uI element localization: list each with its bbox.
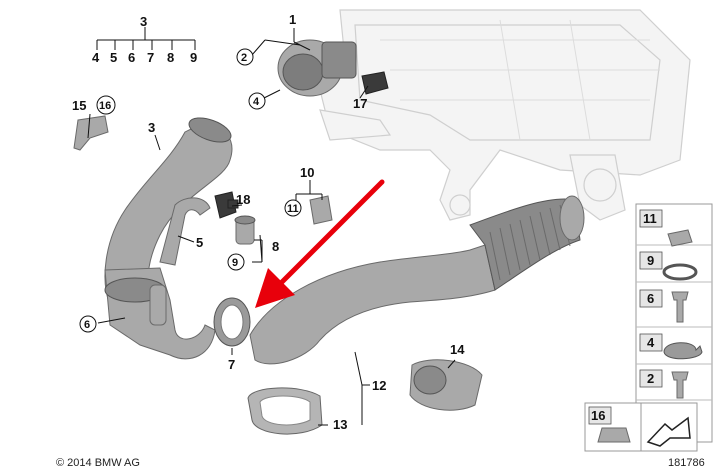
callout-14: 14 [450,342,465,357]
part-main-duct[interactable] [249,195,585,365]
part-bracket[interactable] [309,195,333,225]
callout-labels: 3 4 5 6 7 8 9 1 2 4 17 15 16 3 18 5 8 9 … [72,12,465,432]
callout-10: 10 [300,165,314,180]
part-holder[interactable] [73,115,109,151]
callout-2-circle [236,48,254,66]
legend-bolt-icon [671,371,689,399]
copyright-text: © 2014 BMW AG [56,457,140,469]
highlight-arrow [255,179,385,308]
callout-4: 4 [253,96,260,108]
legend-item-2: 2 [647,371,654,386]
callout-11-circle [284,199,302,217]
legend-item-6: 6 [647,291,654,306]
legend-clip-icon [667,229,693,247]
callout-5: 5 [196,235,203,250]
callout-9-circle [227,253,245,271]
leader-lines [87,27,456,426]
callout-8: 8 [272,239,279,254]
legend-direction-icon [646,416,691,447]
part-sensor[interactable] [214,191,239,219]
breakdown-item-0: 4 [92,50,100,65]
callout-1: 1 [289,12,296,27]
small-parts-legend: 11 9 6 4 2 16 [584,203,713,452]
part-air-mass-sensor[interactable] [277,39,357,97]
callout-9: 9 [232,257,238,269]
callout-6-circle [79,315,97,333]
part-plug[interactable] [361,71,389,95]
part-small-hose[interactable] [159,197,211,266]
callout-7: 7 [228,357,235,372]
legend-item-11: 11 [643,211,657,226]
callout-6: 6 [84,319,90,331]
breakdown-item-1: 5 [110,50,117,65]
breakdown-item-4: 8 [167,50,174,65]
legend-ring-icon [662,263,698,281]
breakdown-item-2: 6 [128,50,135,65]
part-clamp-ring[interactable] [213,297,251,347]
legend-item-16: 16 [591,408,605,423]
breakdown-item-5: 9 [190,50,197,65]
part-seal-frame[interactable] [247,387,323,435]
callout-11: 11 [287,203,299,215]
callout-4-circle [248,92,266,110]
footer: © 2014 BMW AG 181786 [56,457,705,469]
legend-screw-icon [671,291,689,323]
callout-3-side: 3 [148,120,155,135]
part-intake-duct[interactable] [104,113,234,360]
callout-3-top: 3 [140,14,147,29]
part-valve[interactable] [234,215,256,245]
legend-item-9: 9 [647,253,654,268]
callout-16: 16 [99,100,111,112]
callout-13: 13 [333,417,347,432]
callout-15: 15 [72,98,86,113]
legend-clamp-icon [663,342,703,360]
callout-17: 17 [353,96,367,111]
legend-item-4: 4 [647,335,655,350]
callout-2: 2 [241,52,247,64]
legend-nut-icon [597,427,631,443]
breakdown-item-3: 7 [147,50,154,65]
diagram-id: 181786 [668,457,705,469]
callout-18: 18 [236,192,250,207]
engine-ghost [319,9,691,221]
part-cap[interactable] [409,359,483,411]
callout-12: 12 [372,378,386,393]
callout-16-circle [96,95,116,115]
